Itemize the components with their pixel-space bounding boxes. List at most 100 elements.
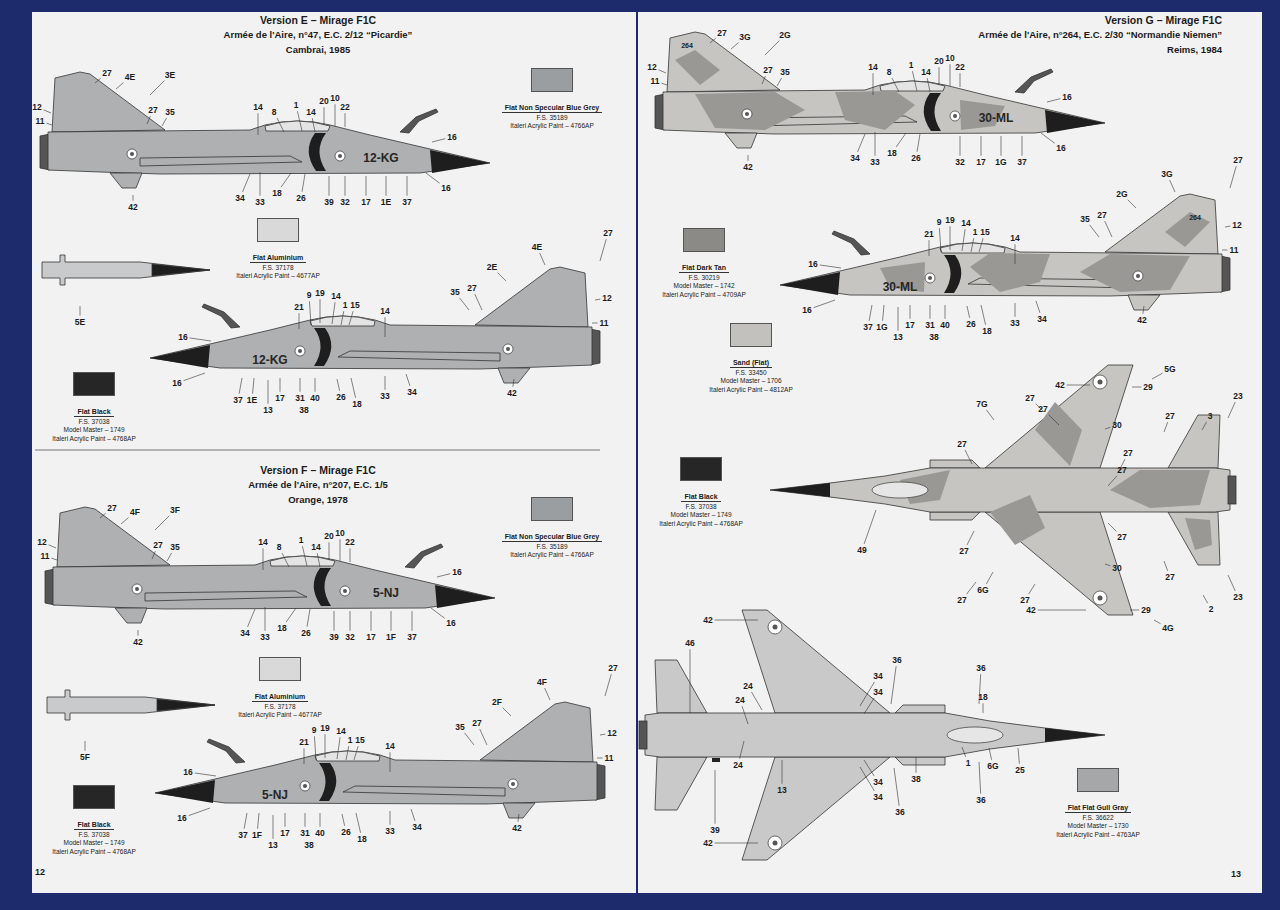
callout-number: 34 (407, 388, 416, 397)
callout-number: 10 (335, 529, 344, 538)
callout-number: 31 (300, 829, 309, 838)
leader-line (341, 311, 344, 325)
leader-line (967, 306, 970, 318)
leader-line (715, 770, 716, 824)
callout-number: 27 (1165, 412, 1174, 421)
callout-number: 1E (381, 198, 391, 207)
paint-name: Flat Non Specular Blue Grey (502, 103, 603, 113)
callout-number: 34 (873, 778, 882, 787)
leader-line (366, 176, 367, 196)
callout-number: 4E (125, 73, 135, 82)
leader-line (892, 78, 899, 92)
leader-line (962, 747, 966, 757)
leader-line (1041, 133, 1055, 143)
page-number: 12 (35, 868, 45, 877)
callout-number: 34 (235, 194, 244, 203)
callout-number: 23 (1233, 593, 1242, 602)
leader-line (1230, 166, 1236, 188)
callout-number: 8 (272, 108, 277, 117)
callout-number: 1 (299, 536, 304, 545)
leader-line (898, 307, 899, 331)
callout-number: 12 (647, 63, 656, 72)
version-subheading: Armée de l'Aire, n°264, E.C. 2/30 “Norma… (978, 30, 1222, 40)
paint-swatch: Flat Non Specular Blue GreyF.S. 35189Ita… (483, 497, 621, 560)
leader-line (100, 513, 106, 518)
callout-number: 34 (873, 793, 882, 802)
leader-line (498, 273, 506, 281)
leader-line (412, 611, 413, 631)
callout-number: 38 (299, 406, 308, 415)
leader-line (268, 380, 269, 404)
callout-number: 5E (75, 318, 85, 327)
leader-line (407, 176, 408, 196)
callout-number: 13 (893, 333, 902, 342)
leader-line (659, 70, 666, 73)
aircraft-markings (768, 620, 1105, 850)
callout-number: 25 (1015, 766, 1024, 775)
callout-number: 8 (887, 68, 892, 77)
leader-line (195, 773, 216, 776)
callout-number: 37 (402, 198, 411, 207)
callout-number: 14 (253, 103, 262, 112)
callout-number: 27 (1020, 596, 1029, 605)
leader-line (46, 123, 52, 125)
leader-line (1203, 595, 1208, 603)
paint-code: Model Master – 1742 (635, 282, 773, 290)
callout-number: 18 (887, 149, 896, 158)
aircraft-code: 30-ML (979, 112, 1014, 124)
callout-number: 30 (1112, 421, 1121, 430)
callout-number: 27 (717, 29, 726, 38)
callout-number: 12 (607, 729, 616, 738)
callout-number: 42 (1026, 606, 1035, 615)
paint-code: Model Master – 1706 (682, 377, 820, 385)
callout-number: 42 (507, 389, 516, 398)
callout-number: 32 (340, 198, 349, 207)
leader-line (858, 134, 865, 152)
callout-number: 26 (336, 393, 345, 402)
leader-line (814, 300, 835, 308)
callout-number: 26 (301, 629, 310, 638)
callout-number: 13 (268, 841, 277, 850)
callout-number: 4F (130, 508, 140, 517)
callout-number: 37 (1017, 158, 1026, 167)
aircraft-markings (150, 328, 513, 368)
paint-code: F.S. 35189 (483, 543, 621, 551)
leader-line (765, 41, 779, 55)
callout-number: 18 (982, 327, 991, 336)
callout-number: 24 (743, 682, 752, 691)
leader-line (605, 674, 611, 696)
callout-number: 14 (331, 292, 340, 301)
leader-line (299, 313, 300, 329)
callout-number: 1 (294, 101, 299, 110)
leader-line (777, 78, 782, 86)
leader-line (263, 548, 264, 570)
leader-line (342, 814, 345, 826)
leader-line (1047, 99, 1060, 102)
leader-line (1108, 476, 1117, 486)
callout-number: 33 (870, 158, 879, 167)
callout-number: 33 (260, 633, 269, 642)
leader-line (1018, 748, 1019, 764)
version-heading: Version G – Mirage F1C (1105, 15, 1222, 26)
leader-line (244, 813, 247, 829)
callout-number: 5F (80, 753, 90, 762)
aircraft-markings (132, 568, 495, 608)
leader-line (742, 706, 748, 724)
leader-line (332, 302, 335, 324)
leader-line (324, 107, 325, 125)
callout-number: 27 (148, 106, 157, 115)
callout-number: 26 (966, 320, 975, 329)
paint-code: Model Master – 1749 (25, 839, 163, 847)
leader-line (1036, 301, 1040, 313)
leader-line (1128, 200, 1136, 208)
leader-line (1105, 221, 1112, 237)
version-g-art (639, 32, 1236, 860)
paint-code: Model Master – 1730 (1029, 822, 1167, 830)
callout-number: 33 (255, 198, 264, 207)
leader-line (860, 767, 874, 791)
leader-line (309, 301, 311, 325)
paint-name: Flat Black (74, 407, 113, 417)
callout-number: 11 (605, 754, 614, 763)
leader-line (1108, 523, 1116, 531)
leader-line (184, 373, 205, 381)
